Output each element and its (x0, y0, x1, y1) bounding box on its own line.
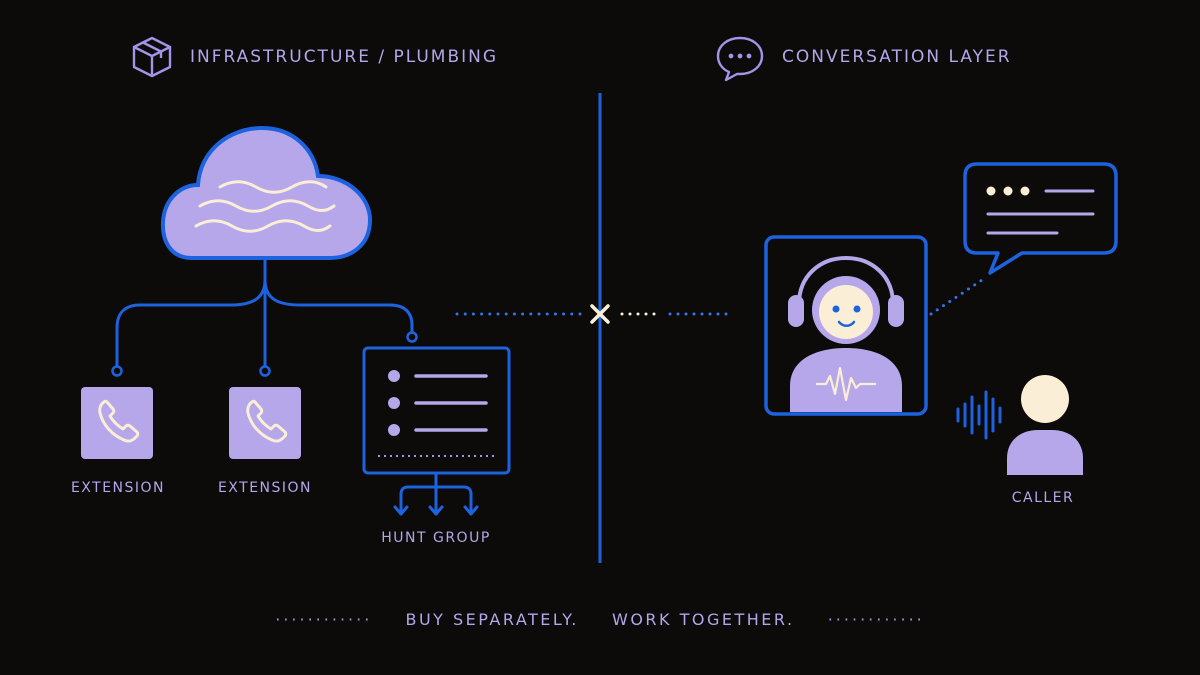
x-mark-icon (590, 304, 610, 324)
sound-wave-icon (956, 390, 1002, 440)
ai-agent-headset-icon (764, 235, 928, 416)
caller-person-icon (1007, 375, 1083, 475)
hunt-group-list-icon (362, 346, 511, 475)
extension-1-phone-icon (81, 387, 153, 459)
speech-bubble-icon (963, 162, 1118, 275)
tagline-part-1: BUY SEPARATELY. (405, 610, 579, 629)
right-header-title: CONVERSATION LAYER (782, 47, 1012, 67)
chat-bubble-icon (716, 36, 764, 82)
tagline-left-dots: ············ (275, 610, 373, 629)
cloud-icon (160, 125, 373, 260)
tagline: ············ BUY SEPARATELY. WORK TOGETH… (0, 610, 1200, 629)
caller-label: CALLER (1011, 490, 1075, 506)
tagline-right-dots: ············ (827, 610, 925, 629)
tagline-part-2: WORK TOGETHER. (612, 610, 795, 629)
hunt-group-distribution-arrows (393, 471, 479, 516)
cloud-connectors (115, 258, 414, 370)
hunt-group-label: HUNT GROUP (381, 530, 491, 546)
extension-2-label: EXTENSION (217, 480, 313, 496)
agent-to-bubble-link (929, 278, 984, 316)
extension-1-label: EXTENSION (70, 480, 166, 496)
cube-icon (132, 36, 172, 78)
extension-2-phone-icon (229, 387, 301, 459)
left-header-title: INFRASTRUCTURE / PLUMBING (190, 47, 499, 67)
